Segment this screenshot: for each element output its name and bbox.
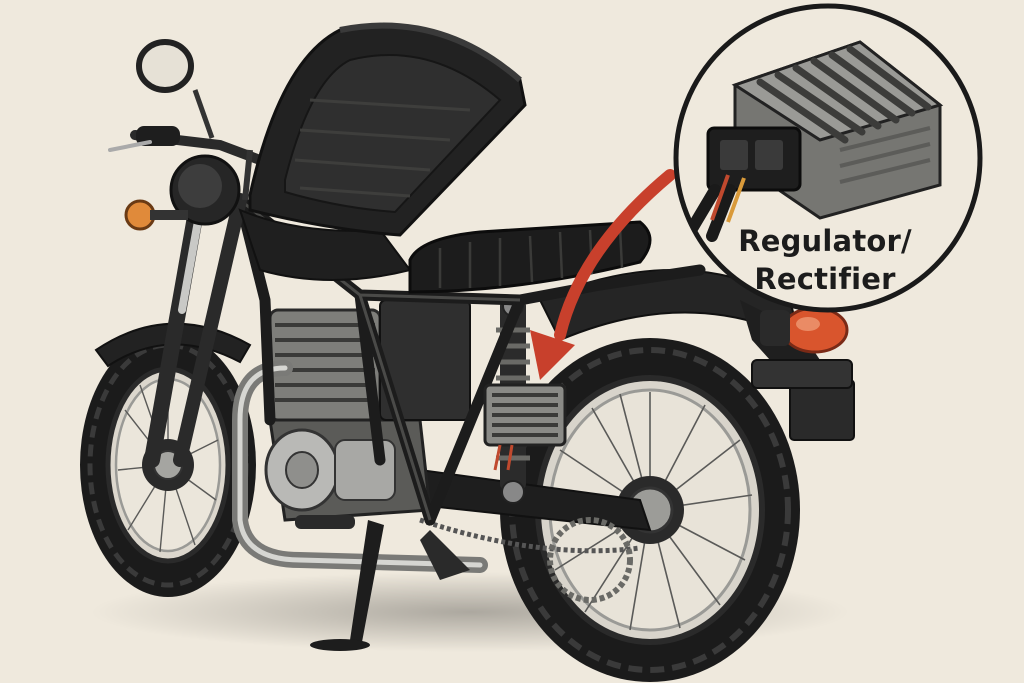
turn-signal <box>124 199 156 231</box>
rear-sprocket <box>547 517 633 603</box>
brake-pedal <box>420 530 470 580</box>
mirror <box>136 39 194 93</box>
raised-seat <box>248 22 527 237</box>
footpeg <box>295 515 355 529</box>
rear-wheel <box>500 338 800 682</box>
pointer-arrow-icon <box>530 169 676 380</box>
front-wheel <box>80 333 256 597</box>
front-fork <box>144 192 247 468</box>
callout-label: Regulator/ Rectifier <box>700 222 950 298</box>
callout-label-line1: Regulator/ <box>738 224 912 258</box>
callout-label-line2: Rectifier <box>754 262 896 296</box>
regulator-rectifier-icon <box>483 383 567 471</box>
kickstand <box>350 520 384 642</box>
engine <box>264 299 471 522</box>
tail-light <box>781 306 849 354</box>
regulator-closeup-icon <box>684 40 944 242</box>
magnifier-callout <box>673 3 983 313</box>
drive-chain <box>419 517 641 554</box>
